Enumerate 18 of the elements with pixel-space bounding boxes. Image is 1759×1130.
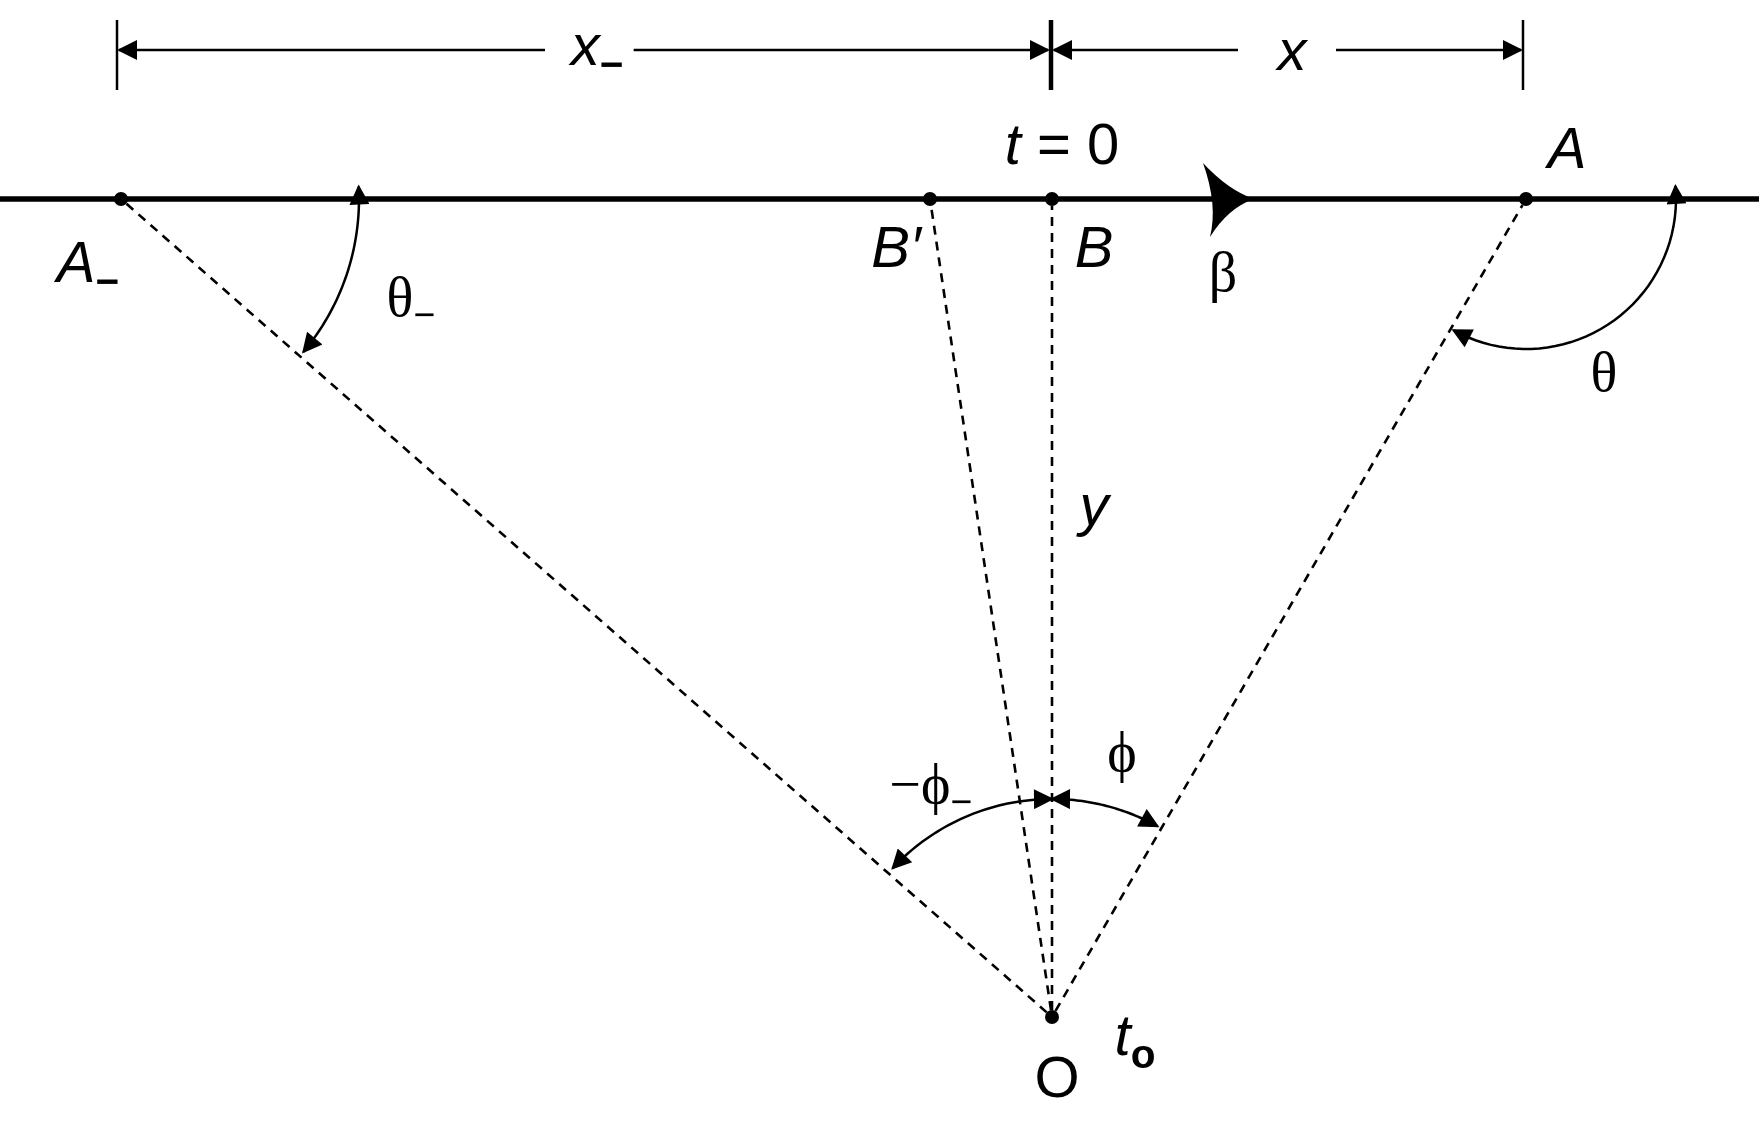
point-label: t = 0 (1004, 115, 1120, 173)
dashed-line (1054, 204, 1524, 1012)
angle-label: θ (1590, 344, 1618, 400)
point-label: A$_{−}$ (56, 232, 120, 302)
point-dot (1519, 192, 1533, 206)
point-dot (923, 192, 937, 206)
point-dot (1045, 192, 1059, 206)
point-label: B′ (871, 218, 921, 276)
dashed-line (125, 202, 1048, 1014)
point-label: t$_{o}$ (1114, 1005, 1156, 1075)
point-dot (1045, 1010, 1059, 1024)
angle-label: θ$_{−}$ (386, 269, 436, 335)
point-label: B (1074, 218, 1114, 276)
angle-label: −ϕ$_{−}$ (889, 756, 973, 822)
point-dot (114, 192, 128, 206)
point-label: A (1547, 119, 1587, 177)
dashed-line (1050, 206, 1054, 1010)
point-label: O (1034, 1048, 1080, 1106)
